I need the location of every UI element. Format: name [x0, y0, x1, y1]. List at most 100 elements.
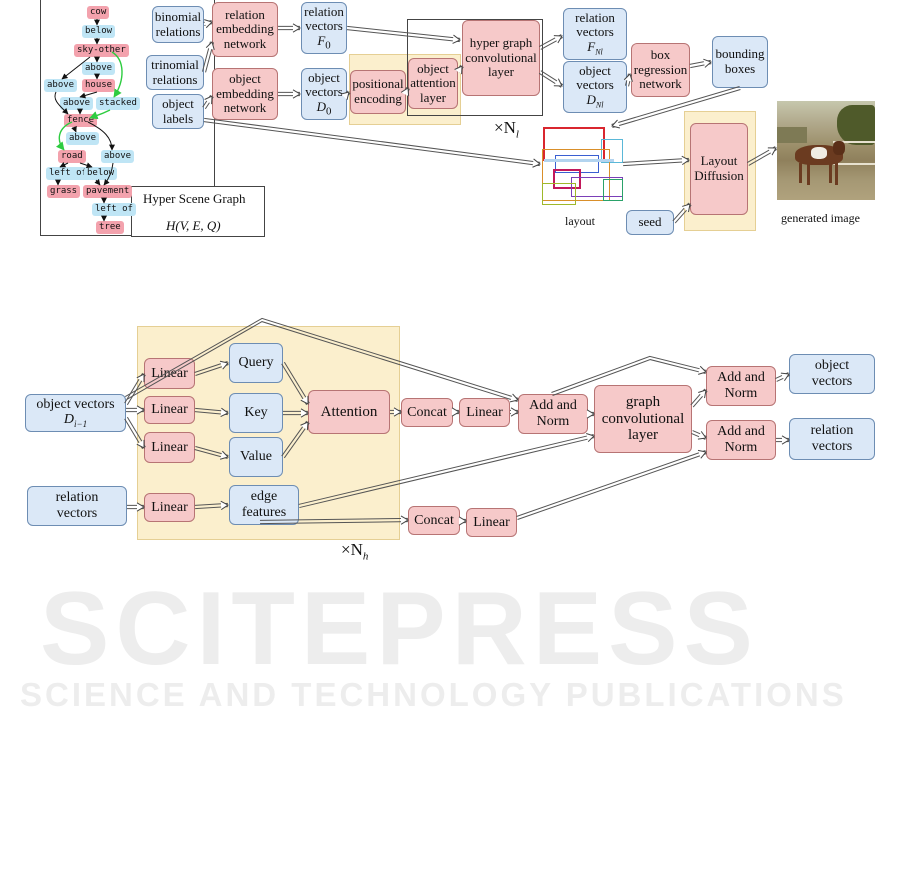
object-vectors-di-1-symbol: Di−1 — [63, 412, 88, 430]
value-box: Value — [229, 437, 283, 477]
layout-image — [541, 123, 623, 207]
add-norm-relation: Add and Norm — [706, 420, 776, 460]
relation-vectors-fi-1: relation vectors — [27, 486, 127, 526]
double-arrow-line — [260, 521, 409, 525]
scene-tag-house: house — [82, 79, 116, 92]
arrow-head — [204, 95, 213, 105]
relation-vectors-f0-label: relation vectors — [304, 3, 344, 34]
linear-top: Linear — [459, 398, 510, 427]
double-arrow-line — [126, 321, 518, 403]
scene-graph-caption-box — [131, 186, 265, 237]
arrow-head — [458, 516, 467, 526]
key-box: Key — [229, 393, 283, 433]
add-norm-object: Add and Norm — [706, 366, 776, 406]
scene-tag-below1: below — [82, 25, 116, 38]
arrow-head — [451, 407, 460, 417]
double-arrow-line — [203, 121, 540, 167]
bounding-boxes-box: bounding boxes — [712, 36, 768, 88]
linear-key: Linear — [144, 396, 195, 424]
arrow-head — [400, 87, 410, 97]
double-arrow-line — [623, 161, 690, 167]
scene-tag-fence: fence — [64, 114, 98, 127]
arrow-head — [454, 65, 463, 75]
relation-vectors-fi-label: relation vectors — [810, 423, 854, 454]
relation-vectors-fnl-symbol: FNl — [587, 38, 603, 57]
scene-edge — [79, 162, 93, 169]
scene-tag-above3: above — [60, 97, 94, 110]
object-vectors-di-1: object vectors Di−1 — [25, 394, 126, 432]
scene-edge-green — [55, 121, 73, 151]
trinomial-relations-box: trinomial relations — [146, 55, 204, 90]
scene-edge — [54, 91, 69, 115]
concat-top: Concat — [401, 398, 453, 427]
arrow-head — [586, 409, 595, 419]
scene-edge — [79, 91, 98, 99]
scene-edge — [59, 161, 69, 168]
layout-diffusion-box: Layout Diffusion — [690, 123, 748, 215]
double-arrow-line — [281, 420, 308, 457]
arrow-head — [681, 155, 690, 166]
arrow-head — [586, 433, 595, 443]
arrow-head — [703, 58, 712, 68]
object-vectors-d0-label: object vectors — [305, 69, 343, 100]
box-regression-network: box regression network — [631, 43, 690, 97]
double-arrow-line — [281, 363, 308, 406]
arrow-head — [136, 502, 145, 512]
generated-image — [777, 101, 875, 200]
edge-features-box: edge features — [229, 485, 299, 525]
arrow-head — [697, 431, 707, 440]
arrow-head — [452, 34, 461, 44]
watermark-sub: SCIENCE AND TECHNOLOGY PUBLICATIONS — [20, 676, 847, 713]
arrow-head — [553, 78, 563, 87]
scene-tag-road: road — [58, 150, 86, 163]
arrow-head — [205, 41, 215, 50]
scene-tag-above1: above — [82, 62, 116, 75]
double-arrow-line — [299, 437, 595, 509]
linear-edge: Linear — [144, 493, 195, 522]
arrow-head — [292, 23, 301, 33]
arrow-head — [682, 203, 691, 213]
relation-embedding-network: relation embedding network — [212, 2, 278, 57]
arrow-head — [136, 439, 145, 449]
double-arrow-line — [283, 422, 310, 459]
object-vectors-d0: object vectors D0 — [301, 68, 347, 120]
binomial-relations-box: binomial relations — [152, 6, 204, 43]
object-vectors-di-label: object vectors — [811, 358, 853, 389]
object-attention-layer: object attention layer — [408, 58, 458, 109]
double-arrow-line — [612, 89, 741, 129]
object-vectors-dnl-label: object vectors — [576, 62, 614, 93]
scene-edge — [103, 162, 114, 186]
scene-tag-leftof1: left of — [46, 167, 90, 180]
arrow-head — [623, 73, 633, 82]
object-embedding-network: object embedding network — [212, 68, 278, 120]
arrow-head — [611, 119, 621, 129]
arrow-head — [292, 89, 301, 99]
arrow-head — [300, 408, 309, 418]
scene-tag-cow: cow — [87, 6, 110, 19]
arrow-head — [204, 19, 213, 29]
scene-tag-above4: above — [66, 132, 100, 145]
times-nl-label: ×Nl — [494, 118, 519, 141]
scene-edge-green — [111, 51, 123, 98]
watermark-main: SCITEPRESS — [40, 571, 759, 687]
scene-edge-green — [89, 109, 111, 120]
hyper-graph-conv-layer: hyper graph convolutional layer — [462, 20, 540, 96]
object-vectors-dnl-symbol: DNl — [586, 91, 604, 110]
seed-box: seed — [626, 210, 674, 235]
double-arrow-line — [551, 355, 707, 393]
scene-tag-grass: grass — [47, 185, 81, 198]
double-arrow-line — [298, 433, 594, 505]
scene-tag-above2: above — [44, 79, 78, 92]
arrow-head — [219, 360, 229, 370]
arrow-head — [136, 405, 145, 415]
layout-caption: layout — [565, 214, 595, 228]
object-vectors-di-1-label: object vectors — [36, 396, 115, 412]
concat-bottom: Concat — [408, 506, 460, 535]
scene-tag-stacked: stacked — [96, 97, 140, 110]
scene-tag-leftof2: left of — [92, 203, 136, 216]
arrow-head — [220, 500, 229, 511]
arrow-head — [698, 389, 707, 399]
scene-edge — [94, 178, 101, 186]
relation-vectors-fnl: relation vectors FNl — [563, 8, 627, 60]
